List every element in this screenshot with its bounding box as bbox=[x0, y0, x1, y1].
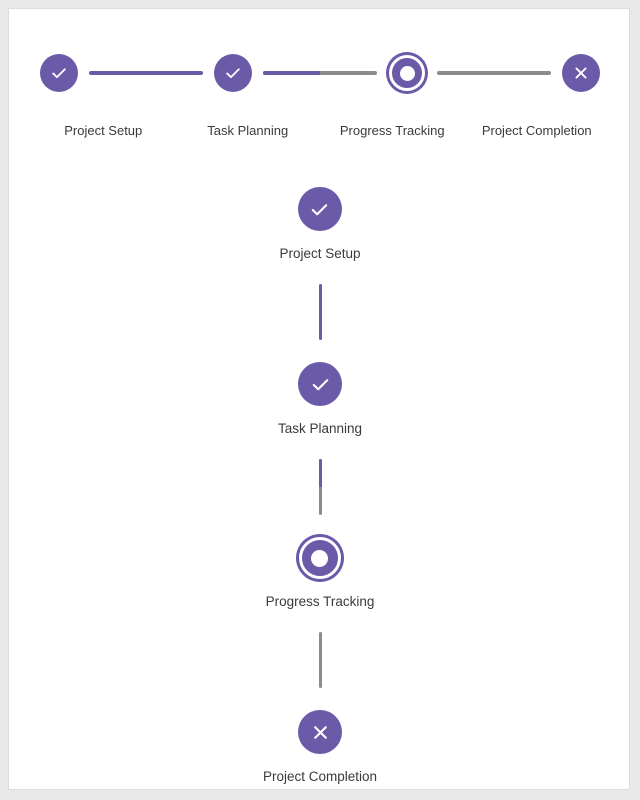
horizontal-stepper-track bbox=[31, 45, 609, 101]
horizontal-step-label: Progress Tracking bbox=[339, 123, 445, 138]
check-icon bbox=[312, 378, 328, 390]
horizontal-step-3[interactable] bbox=[379, 45, 435, 101]
close-x-icon bbox=[575, 67, 587, 79]
step-connector bbox=[318, 632, 322, 688]
horizontal-step-4[interactable] bbox=[553, 45, 609, 101]
horizontal-step-label: Project Setup bbox=[64, 123, 143, 138]
check-icon bbox=[226, 68, 240, 79]
vertical-step-3[interactable]: Progress Tracking bbox=[265, 537, 375, 610]
close-x-icon bbox=[313, 725, 327, 739]
vertical-step-label: Project Completion bbox=[262, 769, 378, 784]
vertical-step-label: Progress Tracking bbox=[265, 594, 375, 609]
horizontal-step-1[interactable] bbox=[31, 45, 87, 101]
vertical-step-label: Project Setup bbox=[279, 246, 361, 261]
step-node-completed[interactable] bbox=[40, 54, 78, 92]
vertical-step-label: Task Planning bbox=[277, 421, 363, 436]
active-dot-icon bbox=[399, 65, 415, 81]
step-connector-fill bbox=[318, 284, 322, 340]
horizontal-step-label: Project Completion bbox=[481, 123, 592, 138]
step-connector bbox=[263, 71, 377, 75]
horizontal-step-2[interactable] bbox=[205, 45, 261, 101]
horizontal-step-label: Task Planning bbox=[207, 123, 289, 138]
check-icon bbox=[52, 68, 66, 79]
vertical-step-4[interactable]: Project Completion bbox=[263, 710, 377, 785]
step-connector bbox=[318, 284, 322, 340]
active-dot-icon bbox=[311, 549, 329, 567]
step-connector-fill bbox=[318, 459, 322, 487]
check-icon bbox=[312, 203, 328, 215]
vertical-step-2[interactable]: Task Planning bbox=[278, 362, 362, 437]
step-node-active[interactable] bbox=[389, 55, 425, 91]
step-node-completed[interactable] bbox=[297, 187, 342, 231]
step-node-error[interactable] bbox=[562, 54, 600, 92]
step-node-completed[interactable] bbox=[298, 362, 342, 406]
step-node-error[interactable] bbox=[298, 710, 342, 754]
vertical-step-1[interactable]: Project Setup bbox=[279, 187, 361, 262]
step-connector bbox=[437, 71, 551, 75]
step-connector-fill bbox=[263, 71, 320, 75]
horizontal-stepper-labels: Project Setup Task Planning Progress Track… bbox=[31, 105, 609, 145]
step-connector bbox=[318, 459, 322, 515]
step-node-active[interactable] bbox=[298, 537, 341, 579]
step-connector-fill bbox=[89, 71, 203, 75]
step-connector bbox=[89, 71, 203, 75]
horizontal-stepper: Project Setup Task Planning Progress Track… bbox=[9, 45, 629, 155]
step-node-completed[interactable] bbox=[214, 54, 252, 92]
